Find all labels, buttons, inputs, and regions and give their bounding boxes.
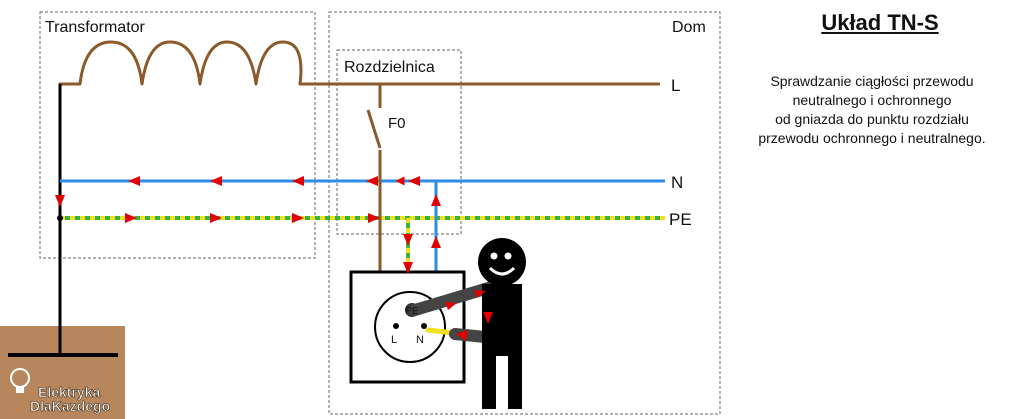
arrow-pe-right-3 — [292, 213, 304, 223]
transformer-label: Transformator — [45, 19, 146, 36]
transformer-box — [39, 11, 316, 259]
split-point — [57, 215, 63, 221]
house-label: Dom — [672, 19, 706, 36]
arrow-n-up-1 — [431, 194, 441, 206]
arrow-pe-down-1 — [403, 234, 413, 246]
arrow-n-left-3 — [292, 176, 304, 186]
arrow-body-down — [483, 312, 493, 324]
logo-line2: DlaKazdego — [30, 398, 110, 414]
line-n-label: N — [671, 173, 683, 192]
description-line: neutralnego i ochronnego — [792, 92, 952, 108]
line-pe-label: PE — [669, 210, 692, 229]
arrow-n-left-4 — [366, 176, 378, 186]
socket-pe-label: PE — [405, 306, 419, 317]
socket-n-label: N — [416, 334, 424, 346]
socket-n-hole — [421, 323, 427, 329]
house-box — [328, 11, 721, 415]
logo: Elektryka DlaKazdego — [10, 368, 110, 414]
current-arrows — [55, 176, 493, 341]
socket-l-label: L — [391, 334, 397, 346]
probe-lead-pe — [409, 280, 501, 316]
arrow-n-left-5 — [408, 176, 420, 186]
arrow-probe-2 — [474, 290, 486, 298]
arrow-n-down — [55, 195, 65, 207]
arrow-probe-3 — [456, 330, 468, 341]
diagram-title: Układ TN-S — [821, 10, 939, 35]
transformer-coil — [58, 40, 660, 95]
switchboard-box — [336, 49, 462, 235]
arrow-n-up-2 — [431, 236, 441, 248]
description-line: Sprawdzanie ciągłości przewodu — [770, 73, 974, 89]
arrow-n-left-1 — [128, 176, 140, 186]
person-figure — [478, 238, 526, 409]
arrow-probe-1 — [445, 302, 457, 310]
arrow-pe-right-1 — [125, 213, 137, 223]
earth-ground — [0, 326, 125, 419]
socket-l-hole — [393, 323, 399, 329]
arrow-n-left-2 — [210, 176, 222, 186]
arrow-pe-right-2 — [210, 213, 222, 223]
description-line: przewodu ochronnego i neutralnego. — [758, 130, 986, 146]
switch-label: F0 — [388, 115, 406, 132]
logo-line1: Elektryka — [38, 384, 100, 400]
description-line: od gniazda do punktu rozdziału — [775, 111, 969, 127]
arrow-pe-right-4 — [368, 213, 380, 223]
switch-f0 — [366, 109, 382, 149]
line-l-label: L — [671, 76, 680, 95]
diagram-description: Sprawdzanie ciągłości przewodu neutralne… — [722, 72, 1022, 148]
arrow-pe-down-2 — [403, 262, 413, 274]
switchboard-label: Rozdzielnica — [344, 59, 435, 76]
